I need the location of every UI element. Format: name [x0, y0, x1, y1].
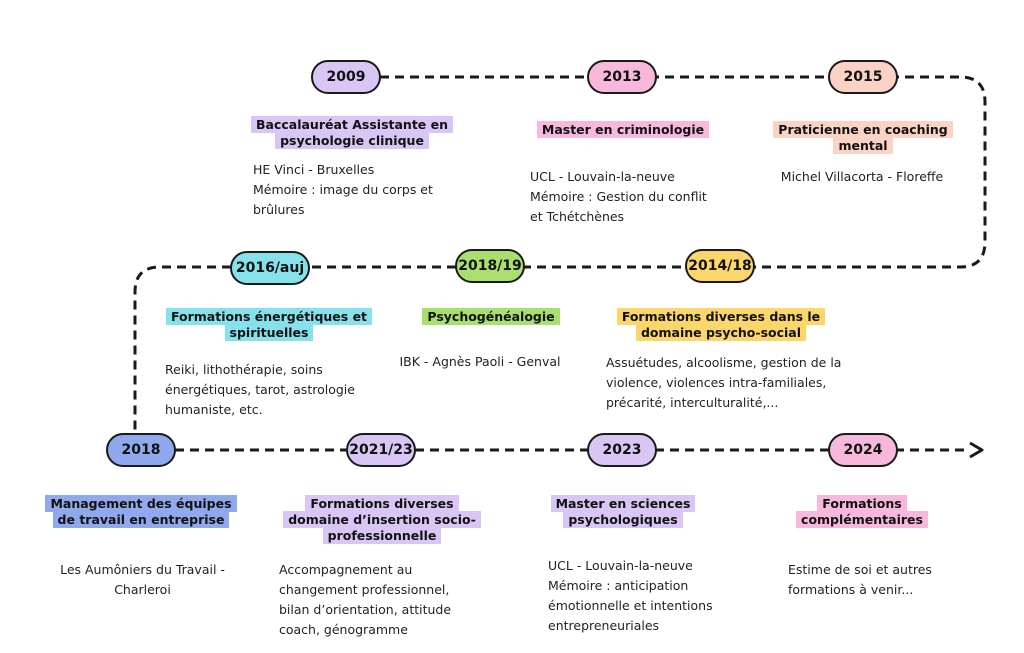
year-2023: 2023 [587, 433, 657, 467]
desc-line: Reiki, lithothérapie, soins [165, 362, 323, 377]
desc-line: Les Aumôniers du Travail - [60, 562, 225, 577]
desc-complementaires: Estime de soi et autres formations à ven… [788, 560, 968, 600]
desc-line: Assuétudes, alcoolisme, gestion de la [606, 355, 842, 370]
desc-line: Accompagnement au [279, 562, 413, 577]
desc-line: Mémoire : Gestion du conflit [530, 189, 707, 204]
timeline-arrow-icon [969, 441, 984, 459]
desc-line: Estime de soi et autres [788, 562, 932, 577]
title-psychogenealogie: Psychogénéalogie [412, 308, 570, 325]
desc-line: entrepreneuriales [548, 618, 660, 633]
year-2009: 2009 [311, 60, 381, 94]
desc-line: UCL - Louvain-la-neuve [530, 169, 675, 184]
desc-line: Mémoire : anticipation [548, 578, 689, 593]
desc-psychogenealogie: IBK - Agnès Paoli - Genval [380, 352, 580, 372]
desc-sciences-psy: UCL - Louvain-la-neuve Mémoire : anticip… [548, 556, 748, 636]
title-line: domaine psycho-social [635, 324, 807, 341]
desc-line: précarité, interculturalité,... [606, 395, 779, 410]
title-line: complémentaires [796, 511, 928, 528]
year-2014-18: 2014/18 [685, 249, 755, 283]
desc-line: changement professionnel, [279, 582, 450, 597]
title-insertion: Formations diverses domaine d’insertion … [272, 495, 492, 544]
title-line: Master en sciences [550, 495, 696, 512]
desc-criminologie: UCL - Louvain-la-neuve Mémoire : Gestion… [530, 167, 730, 227]
title-line: professionnelle [322, 527, 442, 544]
desc-line: HE Vinci - Bruxelles [253, 162, 375, 177]
desc-line: Michel Villacorta - Floreffe [780, 169, 944, 184]
title-line: Psychogénéalogie [422, 308, 560, 325]
title-line: mental [833, 137, 893, 154]
desc-line: Mémoire : image du corps et [253, 182, 433, 197]
year-2021-23: 2021/23 [346, 433, 416, 467]
year-2018-19: 2018/19 [455, 249, 525, 283]
desc-line: émotionnelle et intentions [548, 598, 713, 613]
title-complementaires: Formations complémentaires [776, 495, 948, 528]
title-line: domaine d’insertion socio- [283, 511, 481, 528]
title-line: psychologie clinique [275, 132, 429, 149]
year-2016-auj: 2016/auj [230, 251, 310, 285]
desc-line: violence, violences intra-familiales, [606, 375, 827, 390]
title-sciences-psy: Master en sciences psychologiques [530, 495, 716, 528]
title-management: Management des équipes de travail en ent… [36, 495, 246, 528]
year-2013: 2013 [587, 60, 657, 94]
desc-line: UCL - Louvain-la-neuve [548, 558, 693, 573]
title-line: Formations énergétiques et [165, 308, 373, 325]
title-line: de travail en entreprise [52, 511, 230, 528]
desc-line: Charleroi [114, 582, 171, 597]
title-line: Formations [817, 495, 907, 512]
desc-coaching: Michel Villacorta - Floreffe [762, 167, 962, 187]
title-line: spirituelles [224, 324, 314, 341]
title-line: Management des équipes [45, 495, 237, 512]
title-line: Baccalauréat Assistante en [250, 116, 453, 133]
desc-line: et Tchétchènes [530, 209, 625, 224]
year-2015: 2015 [828, 60, 898, 94]
title-coaching: Praticienne en coaching mental [764, 121, 962, 154]
timeline-dashed-line [133, 75, 987, 432]
title-line: Formations diverses dans le [616, 308, 826, 325]
year-2018: 2018 [106, 433, 176, 467]
year-2024: 2024 [828, 433, 898, 467]
title-line: psychologiques [563, 511, 683, 528]
desc-line: IBK - Agnès Paoli - Genval [399, 354, 561, 369]
desc-psycho-social: Assuétudes, alcoolisme, gestion de la vi… [606, 353, 866, 413]
title-criminologie: Master en criminologie [530, 121, 716, 138]
desc-line: énergétiques, tarot, astrologie [165, 382, 355, 397]
title-energetiques: Formations énergétiques et spirituelles [157, 308, 381, 341]
title-line: Master en criminologie [536, 121, 710, 138]
desc-line: coach, génogramme [279, 622, 408, 637]
desc-baccalaureat: HE Vinci - Bruxelles Mémoire : image du … [253, 160, 461, 220]
title-psycho-social: Formations diverses dans le domaine psyc… [604, 308, 838, 341]
desc-energetiques: Reiki, lithothérapie, soins énergétiques… [165, 360, 375, 420]
desc-line: formations à venir... [788, 582, 914, 597]
desc-line: bilan d’orientation, attitude [279, 602, 452, 617]
title-line: Formations diverses [305, 495, 459, 512]
desc-line: humaniste, etc. [165, 402, 263, 417]
title-line: Praticienne en coaching [773, 121, 953, 138]
title-baccalaureat: Baccalauréat Assistante en psychologie c… [245, 116, 459, 149]
desc-management: Les Aumôniers du Travail - Charleroi [40, 560, 245, 600]
desc-insertion: Accompagnement au changement professionn… [279, 560, 479, 640]
desc-line: brûlures [253, 202, 305, 217]
